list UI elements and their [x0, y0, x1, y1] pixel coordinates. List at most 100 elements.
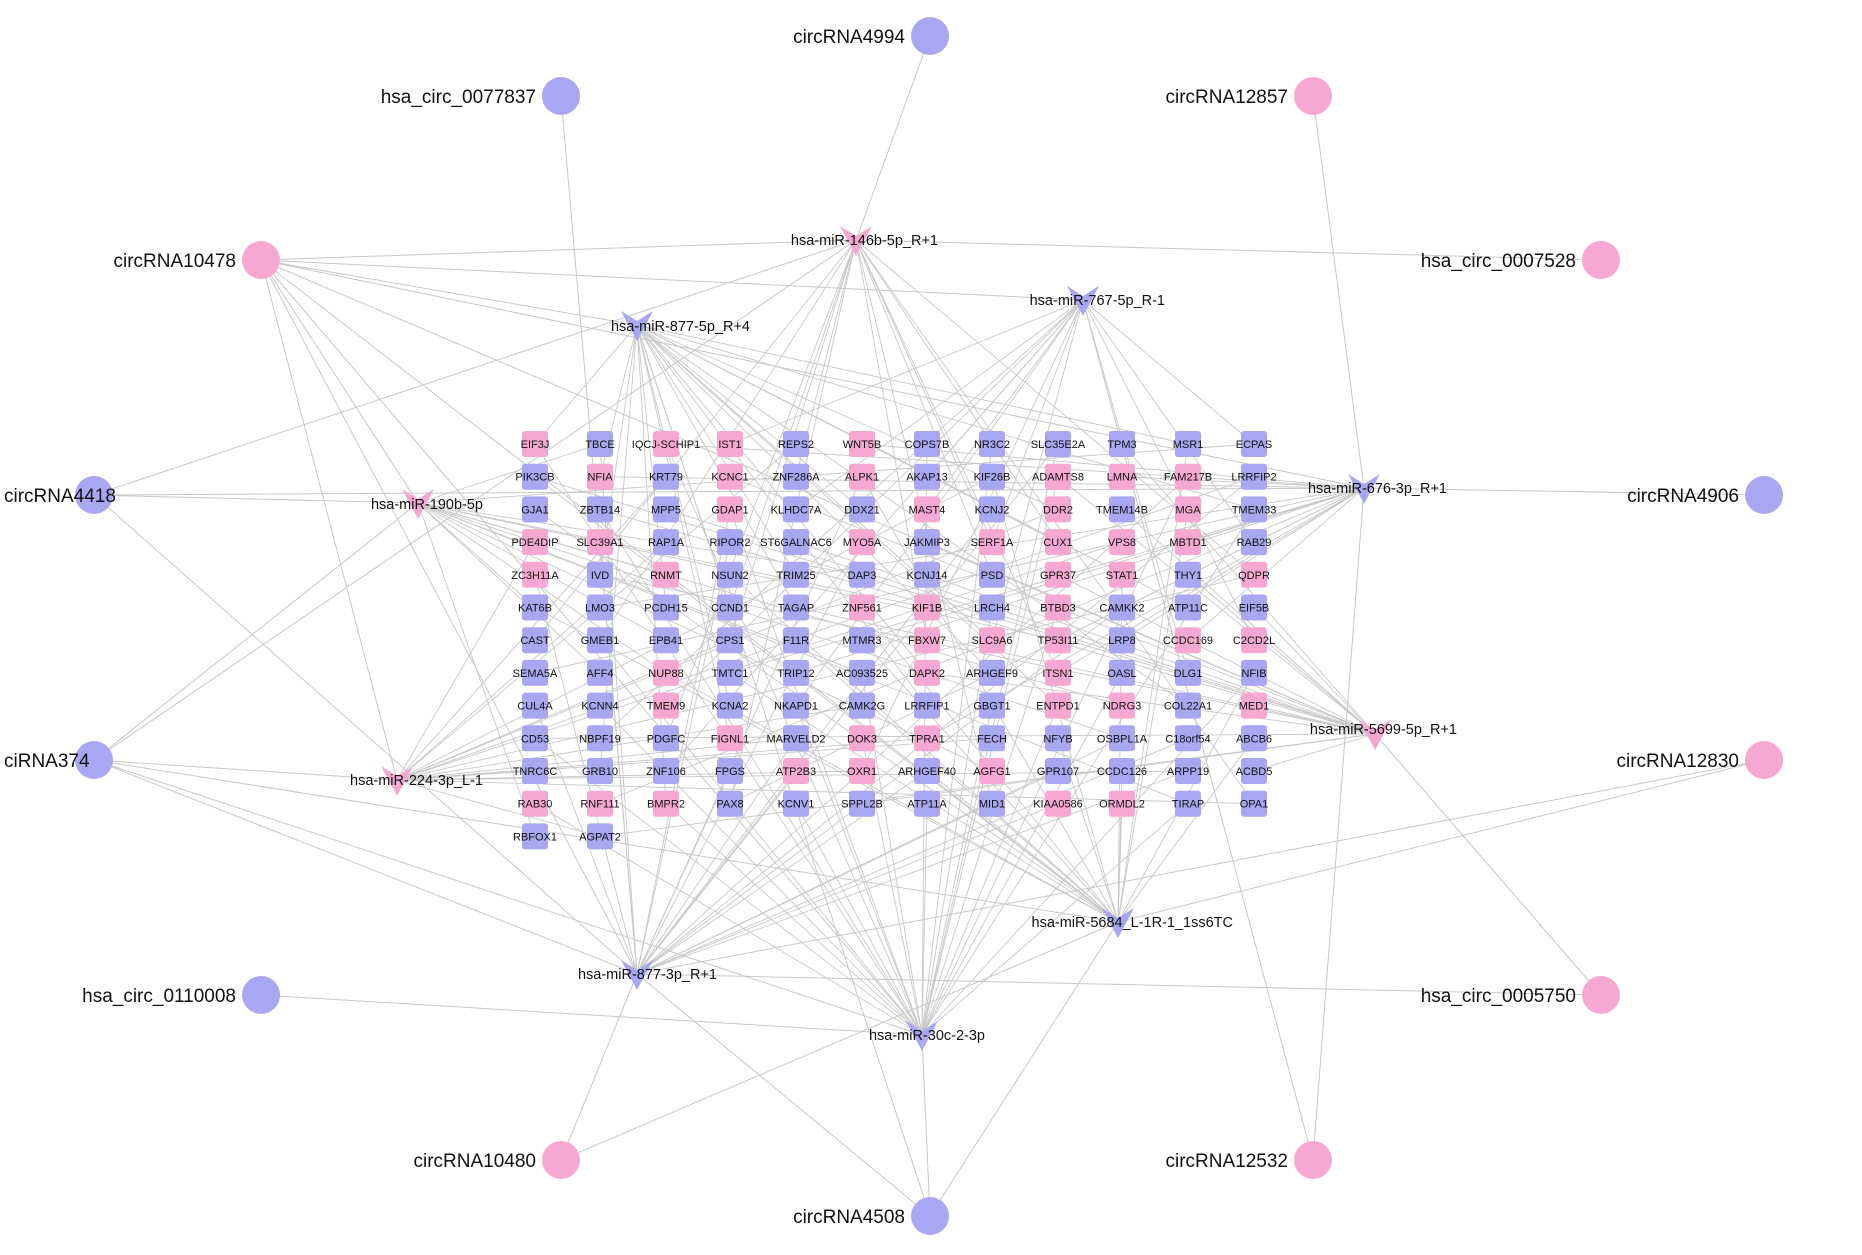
gene-label: TBCE [585, 439, 614, 451]
gene-node-tbce: TBCE [585, 431, 615, 457]
circrna-node-circle [542, 77, 580, 115]
gene-label: KCNN4 [581, 701, 618, 713]
circrna-label: circRNA4994 [793, 27, 905, 48]
gene-label: KIF26B [974, 472, 1011, 484]
gene-node-square [1109, 758, 1135, 784]
circrna-node-circrna4994: circRNA4994 [793, 17, 949, 55]
gene-node-med1: MED1 [1239, 692, 1269, 719]
mirna-gene-edge [855, 239, 1255, 576]
gene-node-square [1045, 790, 1071, 817]
gene-node-square [587, 725, 613, 752]
circrna-mirna-edge [260, 994, 923, 1036]
gene-node-square [914, 561, 940, 588]
gene-node-square [783, 594, 809, 621]
gene-node-rap1a: RAP1A [648, 529, 685, 556]
gene-label: ATP11C [1168, 603, 1208, 615]
gene-label: FAM217B [1164, 472, 1212, 484]
gene-node-square [1109, 561, 1135, 588]
gene-label: AC093525 [836, 668, 888, 680]
gene-node-grb10: GRB10 [582, 758, 618, 784]
circrna-node-cirna374: ciRNA374 [4, 741, 113, 779]
circrna-mirna-edge [636, 973, 931, 1217]
gene-node-pdgfc: PDGFC [647, 725, 685, 752]
gene-node-square [653, 529, 679, 556]
gene-label: NFIA [587, 472, 613, 484]
mirna-node-hsa-mir-30c-2-3p: hsa-miR-30c-2-3p [869, 1021, 985, 1051]
gene-node-square [653, 431, 679, 457]
gene-node-sppl2b: SPPL2B [841, 790, 883, 817]
gene-node-square [1241, 725, 1267, 752]
gene-label: ARHGEF9 [966, 668, 1018, 680]
gene-node-agfg1: AGFG1 [973, 758, 1011, 784]
gene-node-c2cd2l: C2CD2L [1233, 627, 1275, 654]
gene-label: AKAP13 [906, 472, 948, 484]
gene-node-square [914, 692, 940, 719]
gene-node-square [979, 594, 1005, 621]
circrna-node-hsa-circ-0007528: hsa_circ_0007528 [1421, 241, 1620, 279]
gene-node-square [587, 594, 613, 621]
gene-label: RNF111 [580, 799, 619, 811]
gene-node-square [979, 463, 1005, 490]
mirna-gene-edge [1253, 607, 1376, 735]
gene-node-square [979, 496, 1005, 523]
mirna-node-shape [1102, 908, 1134, 938]
gene-node-square [979, 758, 1005, 784]
circrna-node-hsa-circ-0005750: hsa_circ_0005750 [1421, 976, 1620, 1014]
gene-node-pcdh15: PCDH15 [644, 594, 688, 621]
circrna-label: hsa_circ_0005750 [1421, 986, 1576, 1007]
gene-node-arhgef40: ARHGEF40 [898, 758, 956, 784]
gene-node-cps1: CPS1 [716, 627, 744, 654]
gene-label: SPPL2B [841, 799, 883, 811]
gene-node-thy1: THY1 [1174, 561, 1202, 588]
circrna-mirna-edge [93, 239, 857, 761]
gene-node-square [1241, 431, 1267, 457]
gene-node-square [1241, 627, 1267, 654]
mirna-gene-edge [396, 737, 993, 781]
gene-label: COL22A1 [1164, 701, 1212, 713]
gene-node-square [1045, 725, 1071, 752]
mirna-gene-edge [396, 779, 601, 837]
circrna-mirna-edge [1117, 759, 1765, 923]
gene-node-square [653, 725, 679, 752]
gene-node-square [849, 594, 875, 621]
mirna-gene-edge [921, 476, 1059, 1036]
gene-node-square [522, 725, 548, 752]
gene-node-kcnv1: KCNV1 [778, 790, 814, 817]
gene-node-fech: FECH [977, 725, 1007, 752]
gene-node-square [1241, 496, 1267, 523]
gene-node-square [1175, 529, 1201, 556]
gene-node-nup88: NUP88 [648, 659, 684, 686]
gene-label: GJA1 [521, 504, 549, 516]
mirna-gene-edge [534, 705, 638, 975]
gene-node-square [587, 823, 613, 850]
gene-node-square [783, 627, 809, 654]
gene-node-square [587, 431, 613, 457]
gene-label: MPP5 [651, 504, 681, 516]
gene-node-fam217b: FAM217B [1164, 463, 1212, 490]
gene-node-dok3: DOK3 [847, 725, 877, 752]
gene-label: SLC35E2A [1031, 439, 1086, 451]
gene-label: CCDC169 [1163, 635, 1213, 647]
gene-node-square [783, 758, 809, 784]
gene-node-rbfox1: RBFOX1 [513, 823, 557, 850]
gene-node-akap13: AKAP13 [906, 463, 948, 490]
gene-node-square [522, 529, 548, 556]
gene-node-itsn1: ITSN1 [1042, 659, 1074, 686]
gene-node-wnt5b: WNT5B [843, 431, 881, 457]
gene-node-gja1: GJA1 [521, 496, 549, 523]
mirna-gene-edge [636, 324, 1189, 608]
gene-label: RAB30 [518, 799, 553, 811]
gene-label: ALPK1 [845, 472, 879, 484]
gene-node-ripor2: RIPOR2 [710, 529, 750, 556]
gene-node-pax8: PAX8 [716, 790, 744, 817]
gene-label: MID1 [979, 799, 1005, 811]
mirna-gene-edge [1187, 574, 1376, 735]
gene-node-trim25: TRIM25 [776, 561, 816, 588]
gene-label: EIF5B [1239, 603, 1270, 615]
gene-label: KCNJ2 [975, 504, 1010, 516]
gene-node-mbtd1: MBTD1 [1169, 529, 1207, 556]
gene-node-square [653, 463, 679, 490]
gene-node-square [979, 725, 1005, 752]
circrna-mirna-edge [260, 259, 398, 781]
gene-label: LMO3 [585, 603, 615, 615]
